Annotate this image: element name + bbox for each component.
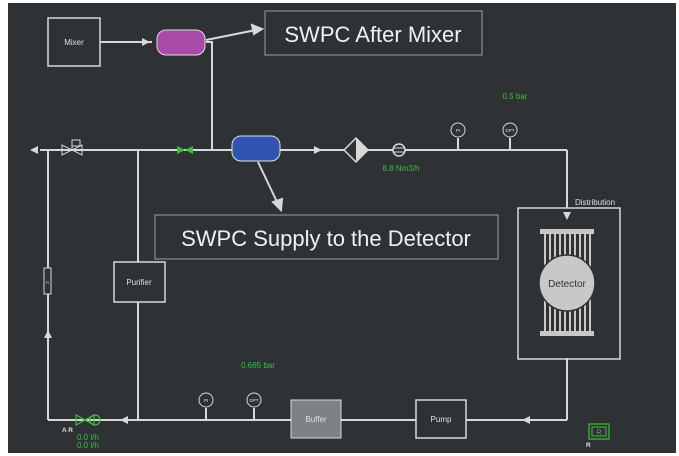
detector-assembly	[538, 229, 596, 336]
pressure-indicator-bottom[interactable]: PI	[198, 392, 214, 408]
arrow-right-icon	[314, 146, 322, 154]
arrow-up-icon	[44, 330, 52, 338]
distribution-box[interactable]	[517, 207, 621, 360]
flow-reading: 8.8 Nm3/h	[383, 164, 420, 173]
svg-text:R: R	[596, 430, 601, 437]
distribution-label: Distribution	[575, 198, 615, 207]
purifier-label: Purifier	[126, 278, 152, 287]
dpt-indicator-top[interactable]: DPT	[502, 122, 518, 138]
r-label: R	[586, 442, 591, 449]
arrow-right-icon	[142, 38, 150, 46]
purifier-box[interactable]	[113, 261, 166, 303]
buffer-label: Buffer	[305, 415, 327, 424]
mixer-box[interactable]	[47, 17, 101, 67]
svg-text:DPT: DPT	[250, 398, 259, 403]
detector-label: Detector	[548, 279, 586, 290]
bottom-pressure-reading: 0.665 bar	[241, 361, 275, 370]
supply-vessel[interactable]	[231, 135, 281, 162]
rotameter-icon: FI	[43, 267, 52, 295]
mixer-vessel[interactable]	[156, 29, 206, 56]
svg-text:PI: PI	[456, 128, 460, 133]
callout-pointers	[205, 23, 284, 213]
arrow-left-icon	[30, 146, 38, 154]
filter-icon	[342, 136, 370, 164]
arrow-down-icon	[563, 212, 571, 220]
supply-detector-callout-text: SWPC Supply to the Detector	[181, 226, 471, 251]
ar-label: A R	[62, 427, 73, 434]
pressure-indicator-top[interactable]: PI	[450, 122, 466, 138]
after-mixer-callout	[264, 10, 483, 56]
after-mixer-callout-text: SWPC After Mixer	[284, 22, 461, 47]
svg-text:PI: PI	[204, 398, 208, 403]
detector-circle	[538, 254, 596, 312]
svg-text:FI: FI	[46, 280, 50, 285]
mixer-label: Mixer	[64, 38, 84, 47]
arrow-left-icon	[522, 416, 530, 424]
dpt-indicator-bottom[interactable]: DPT	[246, 392, 262, 408]
top-pressure-reading: 0.5 bar	[503, 92, 528, 101]
vent-flow-reading-1: 0.0 l/h	[77, 433, 99, 442]
arrow-left-icon	[120, 416, 128, 424]
flow-arrows	[30, 38, 571, 424]
flowmeter-icon	[392, 143, 406, 157]
vent-valve-icon[interactable]	[75, 413, 101, 427]
valve-icon[interactable]	[61, 139, 83, 156]
pump-label: Pump	[431, 415, 452, 424]
buffer-box[interactable]	[290, 399, 342, 439]
r-button[interactable]: R	[588, 423, 610, 440]
green-valve-icon[interactable]	[177, 146, 193, 154]
pump-box[interactable]	[415, 399, 467, 439]
svg-text:DPT: DPT	[506, 128, 515, 133]
vent-flow-reading-2: 0.0 l/h	[77, 441, 99, 450]
supply-detector-callout	[154, 214, 499, 260]
